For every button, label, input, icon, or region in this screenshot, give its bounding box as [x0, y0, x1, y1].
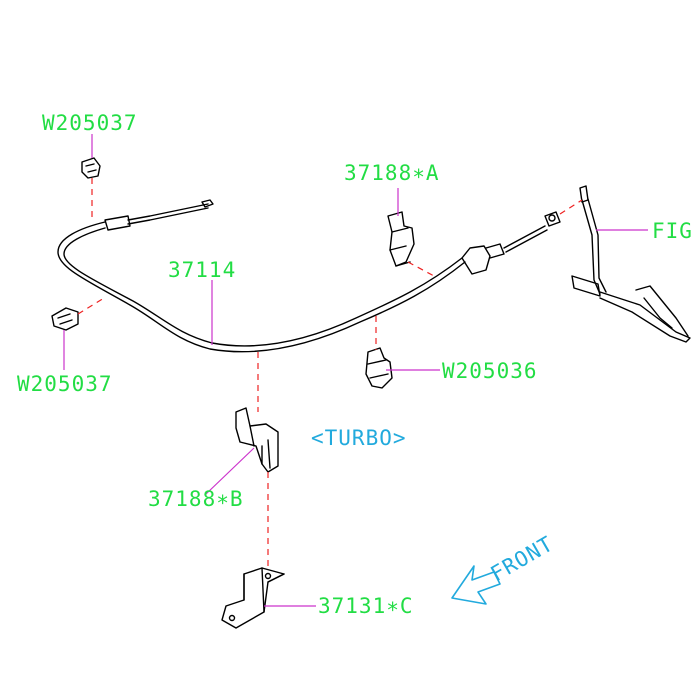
label-front: FRONT: [487, 531, 558, 586]
label-w205036: W205036: [442, 359, 538, 383]
clamp-37188b: [235, 407, 279, 473]
label-turbo: <TURBO>: [311, 426, 407, 450]
leader-lines: [63, 134, 648, 607]
label-w205037-top: W205037: [42, 111, 138, 135]
clamp-37188a: [387, 211, 415, 267]
label-37114: 37114: [168, 258, 236, 282]
label-37188b: 37188∗B: [148, 487, 244, 511]
label-37188a: 37188∗A: [344, 161, 440, 185]
label-37131c: 37131∗C: [318, 594, 414, 618]
alignment-lines: [77, 178, 583, 568]
front-indicator: FRONT: [451, 531, 558, 605]
clip-w205037-left: [51, 307, 79, 331]
clip-w205037-top: [81, 157, 101, 179]
label-w205037-left: W205037: [17, 372, 113, 396]
clip-w205036: [365, 347, 393, 389]
bracket-37131c: [221, 567, 285, 629]
accelerator-pedal: [571, 185, 691, 343]
hollow-arrow-icon: [451, 565, 501, 605]
cable-37114: [57, 199, 561, 353]
label-fig: FIG: [652, 219, 693, 243]
